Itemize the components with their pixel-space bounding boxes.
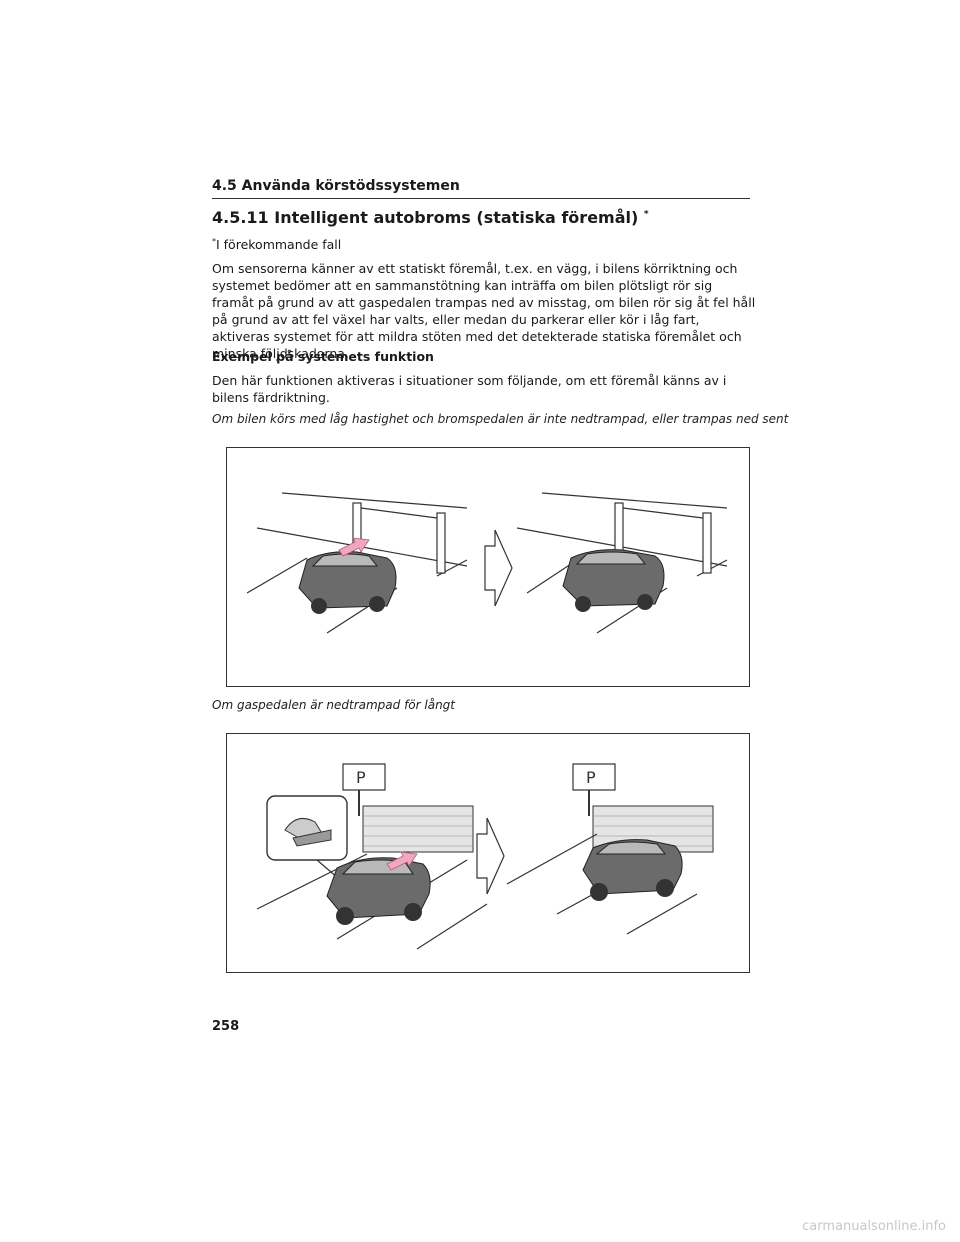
arrow-icon <box>338 537 370 557</box>
arrow-icon <box>386 851 418 871</box>
car-icon <box>326 857 431 925</box>
car-icon <box>298 551 397 614</box>
watermark: carmanualsonline.info <box>802 1219 946 1234</box>
figure-accelerator: P <box>226 733 750 973</box>
transition-arrow-icon <box>484 529 513 607</box>
transition-arrow-icon <box>476 817 505 895</box>
section-header: 4.5 Använda körstödssystemen <box>212 178 750 199</box>
figure-low-speed <box>226 447 750 687</box>
footnote: *I förekommande fall <box>212 237 341 252</box>
car-icon <box>562 549 665 612</box>
heading-marker: * <box>643 209 649 220</box>
figure-accelerator-illustration: P <box>256 763 714 950</box>
footnote-text: I förekommande fall <box>216 237 342 253</box>
figure-low-speed-illustration <box>246 492 728 634</box>
subheading: Exempel på systemets funktion <box>212 349 434 364</box>
pedal-inset <box>266 795 348 885</box>
footnote-marker: * <box>212 237 216 246</box>
parking-sign-letter: P <box>586 768 596 787</box>
car-icon <box>582 839 683 901</box>
heading-text: 4.5.11 Intelligent autobroms (statiska f… <box>212 208 639 227</box>
parking-sign-letter: P <box>356 768 366 787</box>
subintro-paragraph: Den här funktionen aktiveras i situation… <box>212 373 727 405</box>
section-heading: 4.5.11 Intelligent autobroms (statiska f… <box>212 208 649 227</box>
intro-paragraph: Om sensorerna känner av ett statiskt för… <box>212 261 756 361</box>
parking-sign-icon: P <box>572 763 616 816</box>
page-number: 258 <box>212 1019 240 1034</box>
case1-caption: Om bilen körs med låg hastighet och brom… <box>212 412 789 426</box>
parking-sign-icon: P <box>342 763 386 816</box>
case2-caption: Om gaspedalen är nedtrampad för långt <box>212 698 455 712</box>
